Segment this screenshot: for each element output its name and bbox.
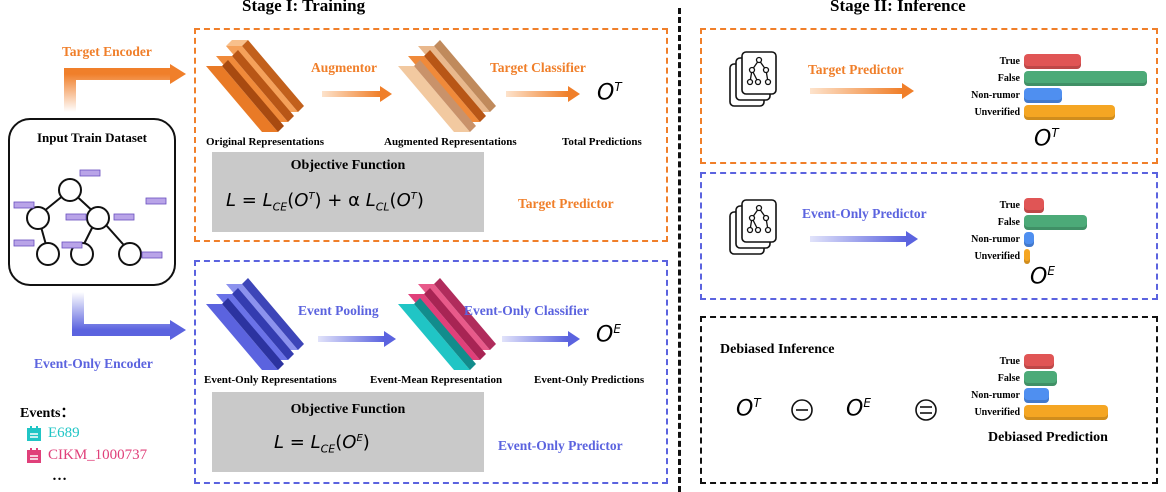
bar-label-false: False <box>997 217 1020 228</box>
bar-unverified <box>1024 105 1115 120</box>
output-OT-stage1: OT <box>597 80 622 106</box>
event-only-classifier-label: Event-Only Classifier <box>464 303 589 318</box>
output-OE-stage2: OE <box>1030 264 1055 290</box>
debiased-inference-label: Debiased Inference <box>720 342 835 357</box>
bar-non-rumor <box>1024 232 1035 247</box>
target-predictor-label: Target Predictor <box>518 196 614 211</box>
encoder-arrows <box>64 64 186 340</box>
objective-formula-event: L = LCE(OE) <box>274 432 370 456</box>
bar-label-non-rumor: Non-rumor <box>971 90 1020 101</box>
event-mean-representation-label: Event-Mean Representation <box>370 374 503 386</box>
event-only-representations-icon <box>206 278 304 370</box>
stage-divider <box>678 8 681 492</box>
event-item-more: … <box>52 468 67 484</box>
event-only-predictor-label: Event-Only Predictor <box>498 438 623 453</box>
bar-label-true: True <box>999 56 1020 67</box>
stage2-event-box <box>700 172 1158 300</box>
bar-label-non-rumor: Non-rumor <box>971 234 1020 245</box>
total-predictions-label: Total Predictions <box>562 136 642 148</box>
events-label: Events： <box>20 406 75 421</box>
tree-graph-icon <box>13 169 167 266</box>
objective-function-box-event: Objective Function L = LCE(OE) <box>212 392 484 472</box>
event-mean-representation-icon <box>398 278 496 370</box>
target-encoder-label: Target Encoder <box>62 44 152 59</box>
debias-OE: OE <box>846 396 871 422</box>
bar-label-true: True <box>999 356 1020 367</box>
event-item-1: E689 <box>48 425 80 441</box>
objective-function-title: Objective Function <box>290 402 406 417</box>
bar-non-rumor <box>1024 388 1050 403</box>
bar-label-false: False <box>997 373 1020 384</box>
event-only-representations-label: Event-Only Representations <box>204 374 337 386</box>
bar-false <box>1024 371 1057 386</box>
bar-unverified <box>1024 405 1109 420</box>
event-doc-icon <box>26 426 42 442</box>
event-pooling-label: Event Pooling <box>298 303 379 318</box>
equals-circle-icon <box>915 399 937 421</box>
input-dataset-card: Input Train Dataset <box>8 118 176 286</box>
augmentor-label: Augmentor <box>311 60 377 75</box>
stage2-title: Stage II: Inference <box>830 0 966 15</box>
event-only-encoder-label: Event-Only Encoder <box>34 356 153 371</box>
original-representations-icon <box>206 40 304 132</box>
minus-circle-icon <box>791 399 813 421</box>
bar-true <box>1024 54 1081 69</box>
debiased-prediction-label: Debiased Prediction <box>988 430 1108 445</box>
bar-label-non-rumor: Non-rumor <box>971 390 1020 401</box>
stage1-title: Stage I: Training <box>242 0 366 15</box>
objective-function-box-target: Objective Function L = LCE(OT) + α LCL(O… <box>212 152 484 232</box>
stage2-event-only-predictor-label: Event-Only Predictor <box>802 206 927 221</box>
original-representations-label: Original Representations <box>206 136 325 148</box>
event-item-2: CIKM_1000737 <box>48 447 148 463</box>
event-only-predictions-label: Event-Only Predictions <box>534 374 645 386</box>
target-classifier-label: Target Classifier <box>490 60 586 75</box>
graph-documents-icon <box>729 199 777 255</box>
augmented-representations-icon <box>398 40 496 132</box>
output-OE-stage1: OE <box>596 322 621 348</box>
bar-unverified <box>1024 249 1030 264</box>
bar-label-unverified: Unverified <box>974 407 1020 418</box>
debias-OT: OT <box>736 396 761 422</box>
bar-label-unverified: Unverified <box>974 107 1020 118</box>
bar-false <box>1024 215 1087 230</box>
stage2-target-predictor-label: Target Predictor <box>808 62 904 77</box>
bar-label-false: False <box>997 73 1020 84</box>
bar-non-rumor <box>1024 88 1062 103</box>
bar-label-unverified: Unverified <box>974 251 1020 262</box>
output-OT-stage2: OT <box>1034 126 1059 152</box>
objective-function-title: Objective Function <box>290 158 406 173</box>
stage2-debiased-box <box>700 316 1158 484</box>
input-dataset-label: Input Train Dataset <box>36 130 148 145</box>
event-doc-icon <box>26 448 42 464</box>
event-only-encoder-box <box>194 260 668 484</box>
bar-false <box>1024 71 1148 86</box>
graph-documents-icon <box>729 51 777 107</box>
bar-true <box>1024 198 1045 213</box>
stage2-target-box <box>700 28 1158 164</box>
objective-formula-target: L = LCE(OT) + α LCL(OT) <box>226 190 424 214</box>
augmented-representations-label: Augmented Representations <box>384 136 517 148</box>
bar-label-true: True <box>999 200 1020 211</box>
target-encoder-box <box>194 28 668 242</box>
bar-true <box>1024 354 1055 369</box>
